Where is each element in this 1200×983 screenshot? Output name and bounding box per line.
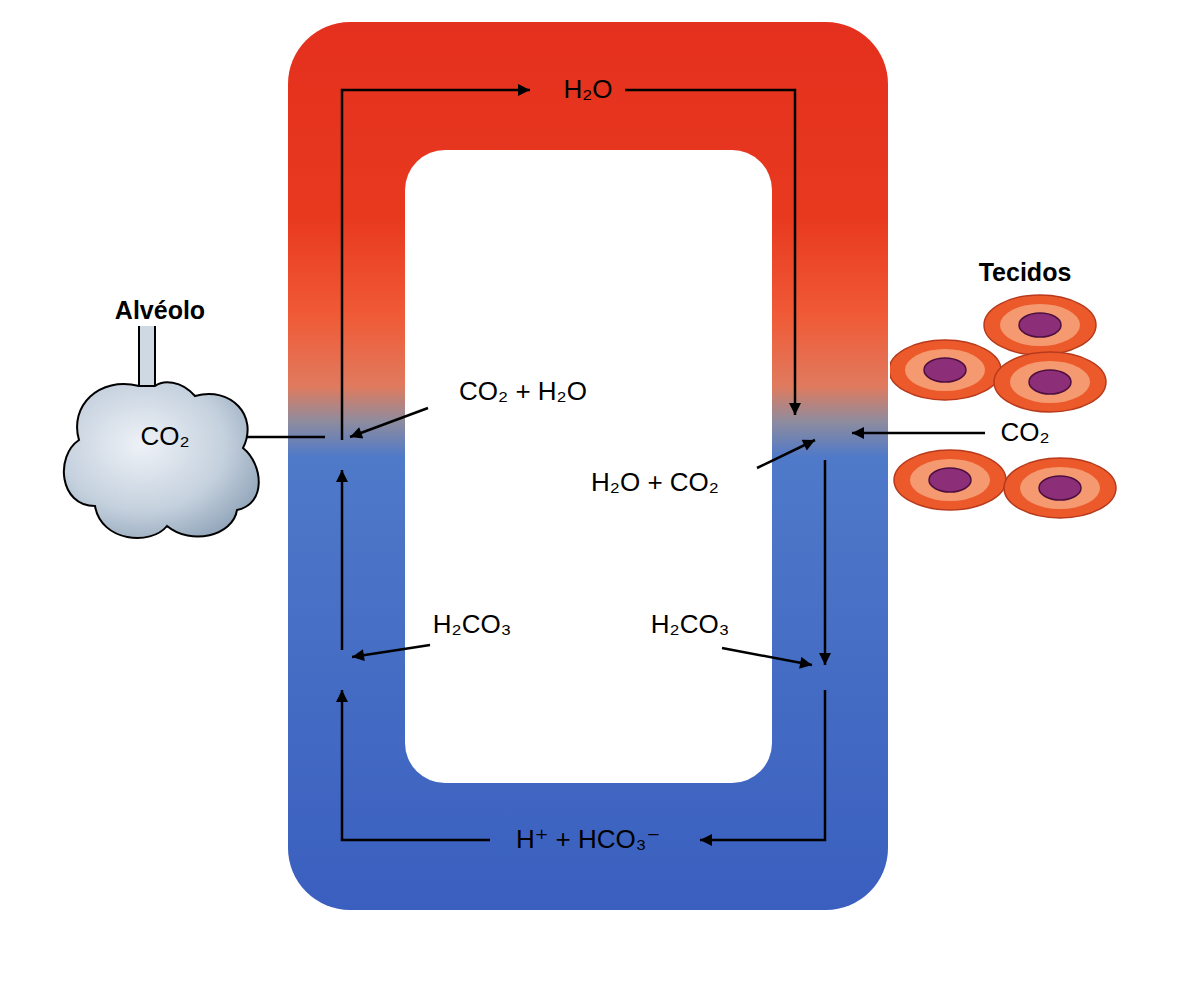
uptake-arrow [852,432,985,435]
flow-arrow [824,460,827,665]
reaction-arrows [205,90,985,840]
flow-arrow [342,690,490,840]
gas-formula: CO₂ [1000,418,1049,448]
flow-arrow [341,470,344,650]
alveolus-title: Alvéolo [115,296,205,325]
chemical-formula: H⁺ + HCO₃⁻ [516,825,660,855]
alveolus-shape [55,288,270,553]
tissue-title: Tecidos [979,258,1072,287]
airway-stalk [139,326,155,390]
chemical-formula: CO₂ + H₂O [459,377,587,407]
gas-formula: CO₂ [140,422,189,452]
reaction-arrow [757,440,815,468]
airway-outline [139,326,155,388]
tissue-cell [994,352,1106,412]
flow-arrow [625,90,795,415]
tissue-cells: TecidosCO₂ [890,250,1135,520]
tissue-cell [890,340,1001,400]
chemical-formula: H₂O [563,75,612,105]
blood-vessel-band [288,22,888,910]
reaction-arrow [350,408,428,437]
chemical-formula: H₂CO₃ [651,610,729,640]
tissue-cell [984,295,1096,355]
reaction-arrow [352,645,430,657]
tissue-cell [894,450,1006,510]
alveolus: AlvéoloCO₂ [55,288,270,553]
alveolus-sac [64,382,259,538]
reaction-arrow [722,648,812,665]
chemical-formula: H₂CO₃ [433,610,511,640]
chemical-formula: H₂O + CO₂ [591,468,719,498]
tissue-cells-shape [890,250,1135,520]
vessel-lumen [405,150,772,783]
tissue-cell [1004,458,1116,518]
flow-arrow [700,690,825,840]
